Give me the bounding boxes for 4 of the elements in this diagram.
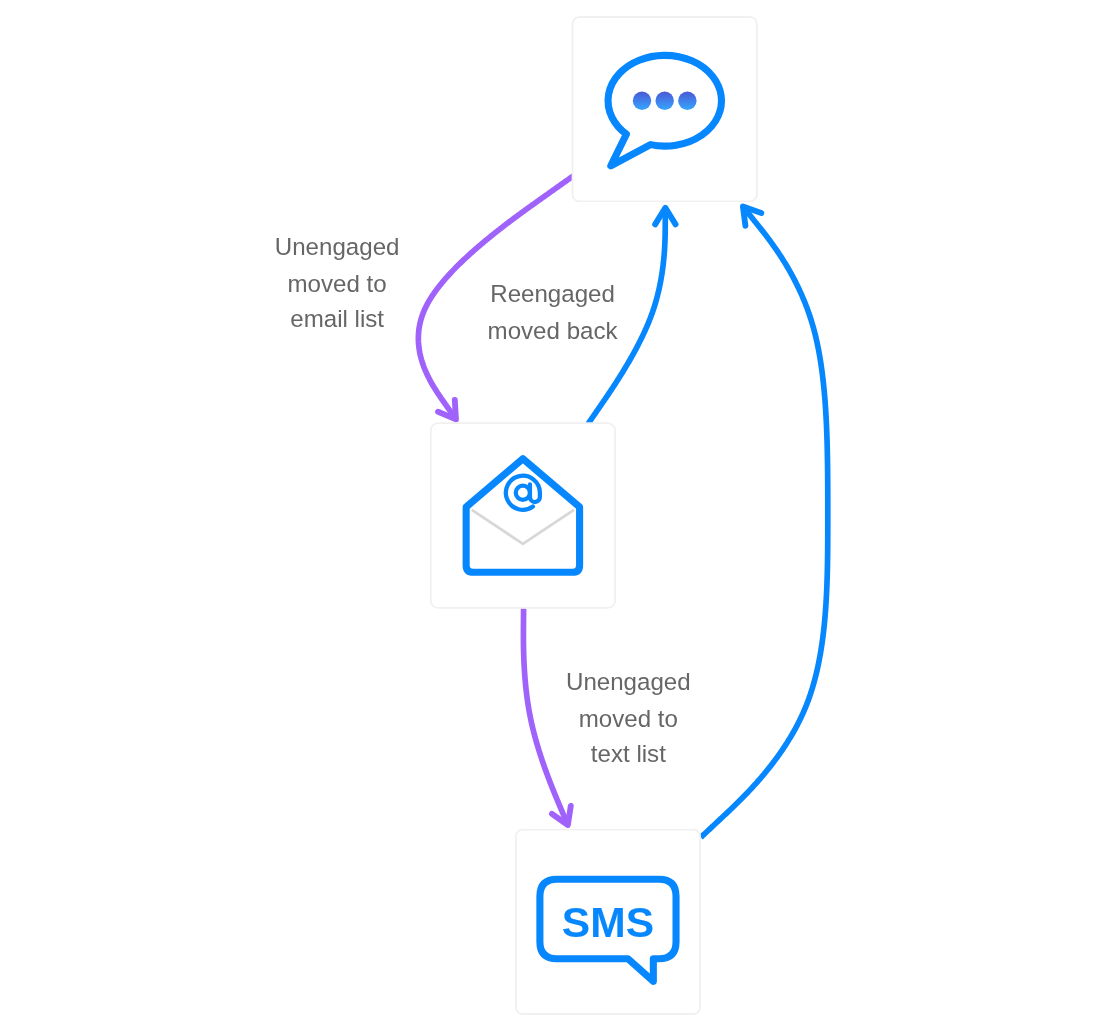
tile-label: SMS	[561, 897, 655, 948]
arrow	[698, 203, 831, 840]
arrow	[520, 606, 574, 829]
arrow	[415, 173, 575, 423]
